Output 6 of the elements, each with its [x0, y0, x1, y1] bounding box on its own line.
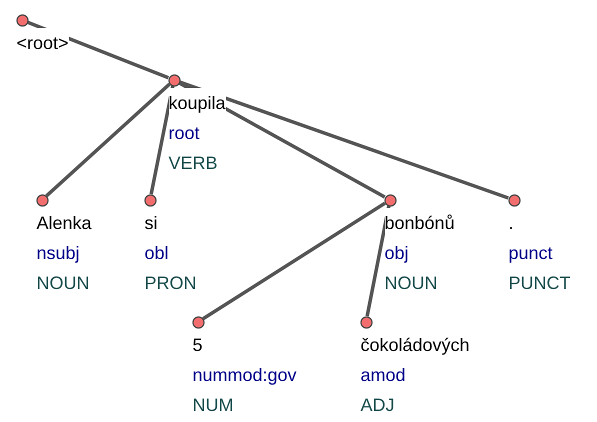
word-text: bonbónů: [384, 208, 455, 238]
dependency-line: [45, 82, 171, 198]
dependency-line: [365, 206, 391, 316]
dependency-line: [179, 80, 509, 200]
dependency-line: [202, 202, 386, 320]
dependency-line: [149, 86, 175, 194]
